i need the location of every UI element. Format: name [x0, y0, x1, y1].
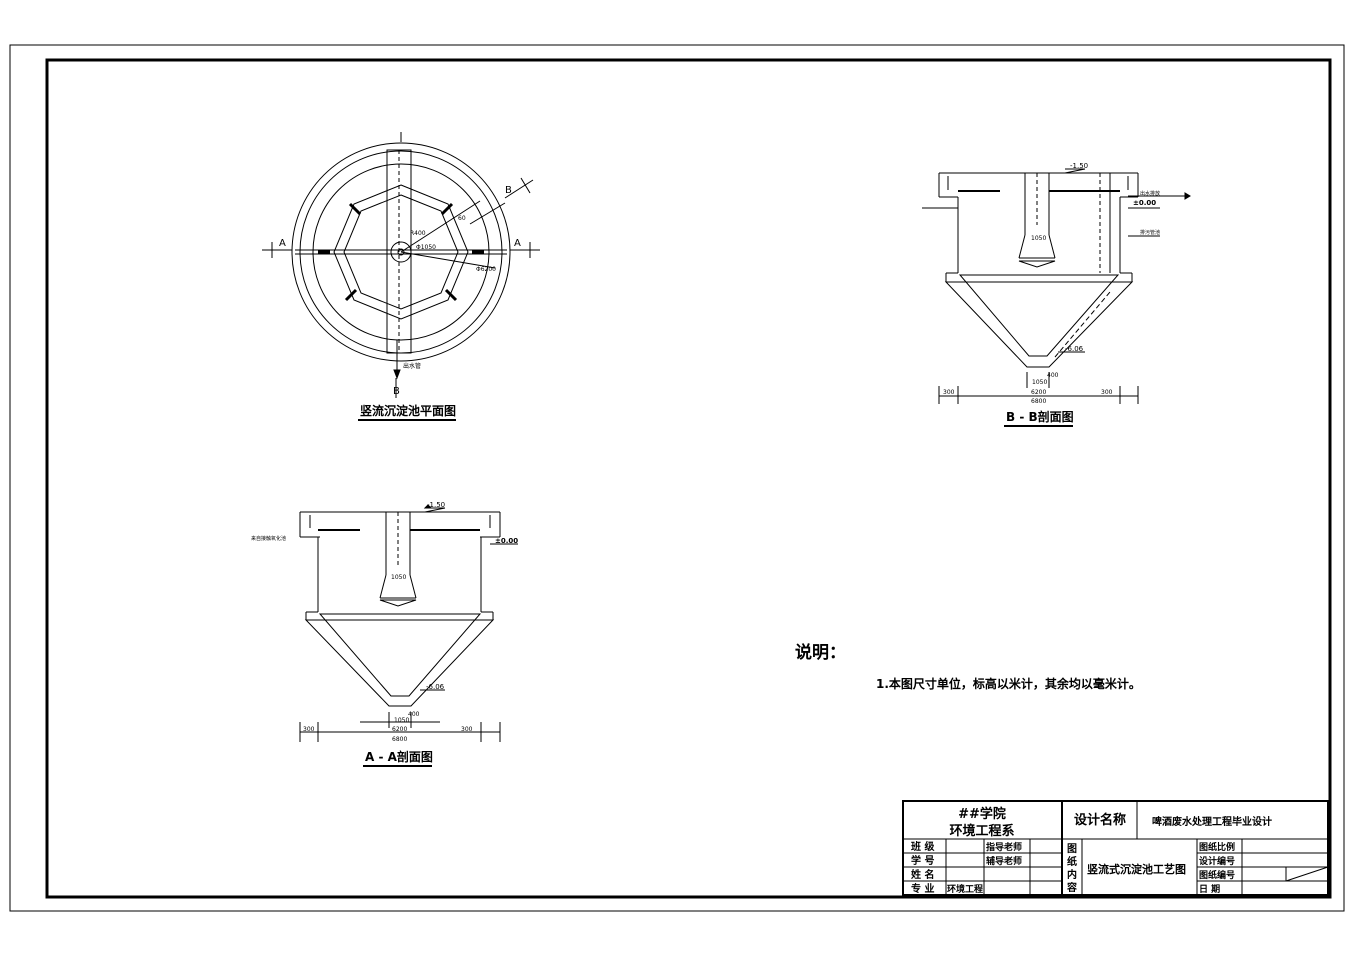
- bb-elev-top: -1.50: [1070, 162, 1088, 170]
- plan-dim-d1050: Φ1050: [416, 244, 436, 251]
- plan-dim-r400: R400: [410, 230, 426, 237]
- aa-dim-300-left: 300: [303, 726, 315, 733]
- tb-department: 环境工程系: [949, 823, 1014, 839]
- aa-dim-6800: 6800: [392, 736, 407, 743]
- bb-dim-1050: 1050: [1032, 379, 1047, 386]
- bb-dim-300-left: 300: [943, 389, 955, 396]
- tb-design-name-label: 设计名称: [1074, 812, 1126, 828]
- tb-drawing-no-label: 图纸编号: [1199, 869, 1235, 881]
- tb-advisor-label: 指导老师: [986, 841, 1022, 853]
- aa-dim-pipe: 1050: [391, 574, 406, 581]
- tb-content-label-4: 容: [1066, 881, 1077, 894]
- plan-title: 竖流沉淀池平面图: [360, 403, 456, 418]
- inner-border: [45, 58, 1332, 899]
- plan-cut-b-bottom: B: [393, 386, 400, 397]
- tb-content-label-1: 图: [1067, 843, 1077, 855]
- tb-school: ##学院: [958, 806, 1006, 822]
- bb-dim-400: 400: [1047, 372, 1059, 379]
- plan-view: [262, 132, 540, 398]
- tb-assistant-label: 辅导老师: [986, 855, 1022, 867]
- plan-cut-a-right: A: [514, 238, 521, 249]
- tb-design-name: 啤酒废水处理工程毕业设计: [1152, 815, 1272, 828]
- aa-dim-400: 400: [408, 711, 420, 718]
- aa-elev-bottom: -6.06: [426, 683, 445, 691]
- tb-drawing-content: 竖流式沉淀池工艺图: [1087, 862, 1186, 876]
- section-bb: [922, 168, 1191, 404]
- tb-content-label-2: 纸: [1067, 855, 1077, 868]
- aa-dim-1050: 1050: [394, 717, 409, 724]
- tb-scale-label: 图纸比例: [1199, 841, 1235, 853]
- title-block: [902, 800, 1329, 896]
- plan-cut-a-left: A: [279, 238, 286, 249]
- tb-student-no-label: 学 号: [911, 854, 934, 867]
- bb-dim-pipe: 1050: [1031, 235, 1046, 242]
- bb-sludge-label: 排污管池: [1140, 229, 1160, 236]
- tb-name-label: 姓 名: [910, 868, 934, 881]
- aa-dim-6200: 6200: [392, 726, 407, 733]
- plan-dim-60: 60: [458, 215, 466, 222]
- aa-dim-300-right: 300: [461, 726, 473, 733]
- aa-elev-top: -1.50: [427, 501, 445, 509]
- tb-content-label-3: 内: [1067, 868, 1077, 881]
- bb-elev-ground: ±0.00: [1133, 199, 1156, 207]
- aa-title: A - A剖面图: [365, 749, 433, 764]
- aa-inlet-label: 来自接触氧化池: [251, 535, 286, 542]
- plan-cut-b-top: B: [505, 185, 512, 196]
- outer-border: [9, 44, 1345, 912]
- notes-heading: 说明：: [795, 642, 846, 663]
- tb-major-label: 专 业: [911, 882, 934, 895]
- notes-item: 1.本图尺寸单位，标高以米计，其余均以毫米计。: [876, 676, 1141, 691]
- bb-dim-6800: 6800: [1031, 398, 1046, 405]
- bb-dim-6200: 6200: [1031, 389, 1046, 396]
- tb-class-label: 班 级: [911, 840, 935, 853]
- plan-outlet-label: 出水管: [403, 362, 421, 370]
- bb-dim-300-right: 300: [1101, 389, 1113, 396]
- tb-major: 环境工程: [947, 883, 983, 895]
- tb-design-no-label: 设计编号: [1199, 855, 1235, 867]
- bb-title: B - B剖面图: [1006, 409, 1074, 424]
- tb-date-label: 日 期: [1199, 883, 1220, 895]
- plan-dim-d6200: Φ6200: [476, 266, 496, 273]
- section-aa: [299, 504, 518, 742]
- bb-outlet-label: 出水排放: [1140, 190, 1160, 197]
- bb-elev-bottom: -6.06: [1065, 345, 1084, 353]
- aa-elev-ground: ±0.00: [495, 537, 518, 545]
